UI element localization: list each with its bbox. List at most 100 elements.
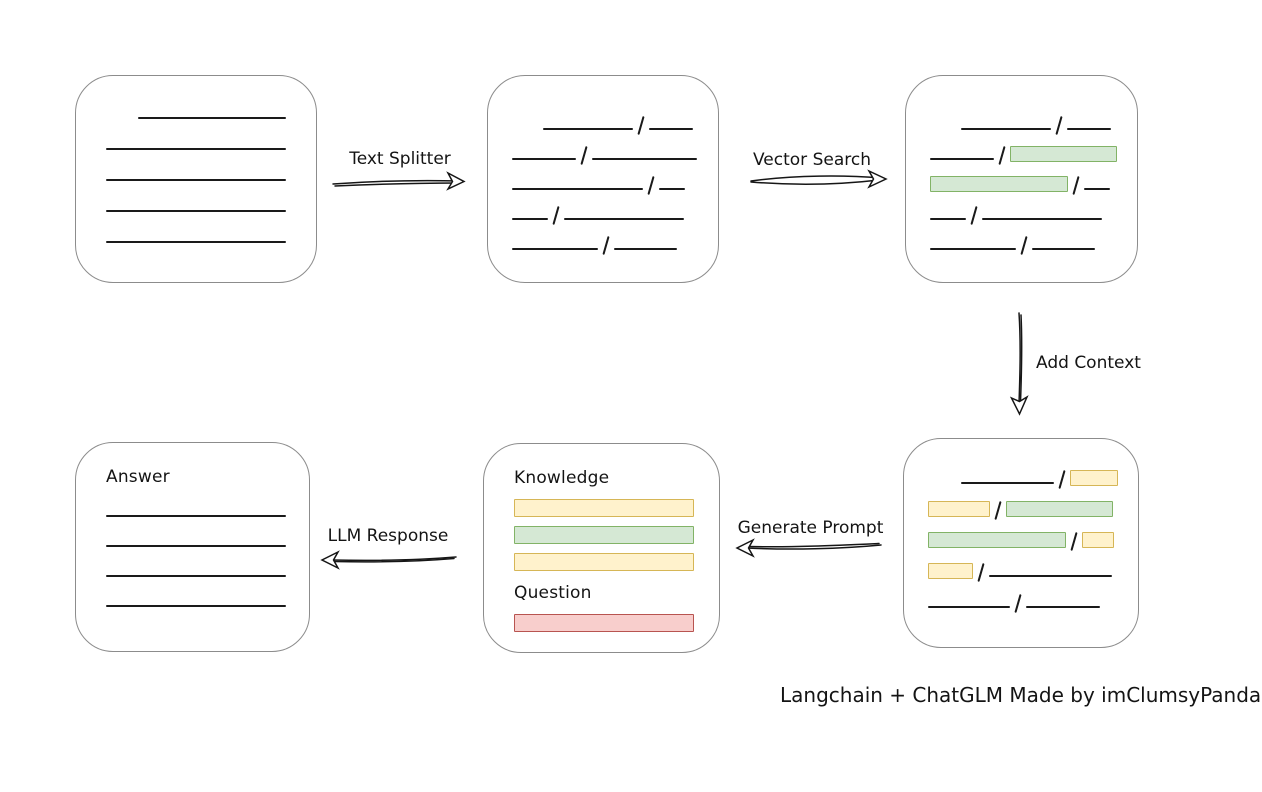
gap: [928, 489, 961, 490]
doc-line: [1084, 188, 1110, 190]
doc-line: [512, 248, 598, 250]
doc-row: [512, 196, 718, 226]
generate-prompt-label: Generate Prompt: [737, 518, 884, 538]
slash-mark: [1055, 116, 1063, 135]
doc-line: [614, 248, 677, 250]
doc-line: [106, 575, 286, 577]
chunked-document-card: [487, 75, 719, 283]
doc-row: [928, 583, 1138, 614]
doc-line: [106, 241, 286, 243]
context-document-card: [903, 438, 1139, 648]
yellow-chunk: [514, 553, 694, 571]
vector-search-label: Vector Search: [753, 150, 871, 170]
red-chunk: [514, 614, 694, 632]
doc-row: Question: [514, 575, 719, 609]
doc-row: [512, 106, 718, 136]
doc-row: [512, 226, 718, 256]
doc-row: [106, 523, 309, 553]
yellow-chunk: [928, 563, 973, 579]
doc-row: Answer: [106, 463, 309, 493]
doc-line: [930, 158, 994, 160]
slash-mark: [994, 501, 1002, 520]
doc-row: [106, 187, 316, 218]
doc-row: [930, 106, 1137, 136]
slash-mark: [552, 206, 560, 225]
doc-row: [512, 136, 718, 166]
text-splitter-arrow: [332, 171, 466, 191]
green-chunk: [1010, 146, 1117, 162]
doc-row: [106, 94, 316, 125]
doc-row: [514, 548, 719, 575]
doc-row: [106, 218, 316, 249]
add-context-arrow: [1009, 312, 1029, 416]
doc-row: [930, 136, 1137, 166]
doc-line: [659, 188, 685, 190]
doc-line: [512, 218, 548, 220]
credit-caption: Langchain + ChatGLM Made by imClumsyPand…: [780, 683, 1262, 707]
generate-prompt-arrow: [735, 538, 882, 558]
doc-line: [106, 148, 286, 150]
vector-search-arrow: [750, 169, 888, 189]
question-label: Question: [514, 583, 592, 603]
doc-row: [106, 493, 309, 523]
doc-row: [514, 609, 719, 636]
doc-row: [930, 226, 1137, 256]
slash-mark: [1070, 532, 1078, 551]
doc-line: [961, 482, 1054, 484]
doc-line: [106, 515, 286, 517]
slash-mark: [970, 206, 978, 225]
slash-mark: [1072, 176, 1080, 195]
slash-mark: [602, 236, 610, 255]
vector-search-result-card: [905, 75, 1138, 283]
doc-row: [928, 459, 1138, 490]
add-context-label: Add Context: [1036, 353, 1141, 373]
doc-row: [106, 125, 316, 156]
doc-row: [930, 166, 1137, 196]
slash-mark: [1014, 594, 1022, 613]
doc-row: [512, 166, 718, 196]
green-chunk: [928, 532, 1066, 548]
doc-line: [928, 606, 1010, 608]
doc-line: [989, 575, 1112, 577]
doc-row: Knowledge: [514, 464, 719, 494]
slash-mark: [1020, 236, 1028, 255]
doc-row: [928, 490, 1138, 521]
slash-mark: [998, 146, 1006, 165]
doc-row: [106, 553, 309, 583]
source-document-card: [75, 75, 317, 283]
doc-line: [930, 248, 1016, 250]
doc-line: [106, 605, 286, 607]
yellow-chunk: [1082, 532, 1114, 548]
doc-line: [512, 158, 576, 160]
doc-row: [106, 156, 316, 187]
slash-mark: [1058, 470, 1066, 489]
knowledge-label: Knowledge: [514, 468, 610, 488]
llm-response-label: LLM Response: [327, 526, 449, 546]
slash-mark: [637, 116, 645, 135]
doc-line: [106, 179, 286, 181]
yellow-chunk: [928, 501, 990, 517]
doc-line: [138, 117, 286, 119]
doc-row: [106, 583, 309, 613]
doc-line: [982, 218, 1102, 220]
yellow-chunk: [514, 499, 694, 517]
doc-line: [1067, 128, 1111, 130]
slash-mark: [977, 563, 985, 582]
doc-line: [543, 128, 633, 130]
green-chunk: [514, 526, 694, 544]
doc-line: [649, 128, 693, 130]
doc-row: [928, 521, 1138, 552]
gap: [106, 124, 138, 125]
gap: [512, 135, 543, 136]
doc-line: [106, 545, 286, 547]
doc-row: [928, 552, 1138, 583]
answer-card: Answer: [75, 442, 310, 652]
doc-row: [514, 521, 719, 548]
slash-mark: [580, 146, 588, 165]
doc-line: [961, 128, 1051, 130]
doc-line: [1026, 606, 1100, 608]
answer-label: Answer: [106, 467, 170, 487]
doc-line: [592, 158, 697, 160]
gap: [930, 135, 961, 136]
doc-row: [930, 196, 1137, 226]
